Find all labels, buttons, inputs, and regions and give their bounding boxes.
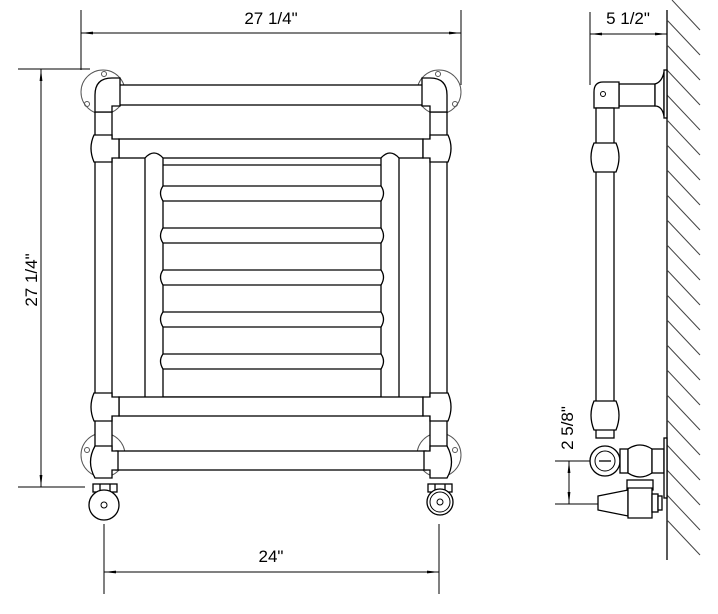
valve-right: [426, 483, 454, 516]
side-post: [590, 107, 620, 439]
upper-rail: [90, 134, 452, 163]
valve-left: [88, 483, 120, 521]
wall: [666, 0, 701, 560]
lower-rail: [90, 392, 452, 422]
dimension-wall-projection: 5 1/2": [589, 9, 667, 85]
dimension-overall-height: 27 1/4": [18, 68, 90, 488]
lower-bracket: [589, 437, 668, 499]
width-label: 27 1/4": [244, 9, 297, 28]
dimension-valve-height: 2 5/8": [555, 406, 598, 505]
front-view: 27 1/4" 27 1/4" 24": [18, 9, 462, 594]
projection-label: 5 1/2": [606, 9, 650, 28]
top-rail: [94, 77, 448, 113]
upper-bracket: [593, 69, 668, 119]
side-valve: [597, 479, 663, 519]
bottom-rail: [89, 445, 453, 479]
side-view: 5 1/2": [555, 0, 701, 560]
dimension-valve-centers: 24": [103, 524, 440, 594]
valve-height-label: 2 5/8": [558, 406, 577, 450]
dimension-overall-width: 27 1/4": [80, 9, 462, 85]
height-label: 27 1/4": [22, 253, 41, 306]
towel-bars: [159, 164, 385, 398]
valve-centers-label: 24": [259, 547, 284, 566]
side-posts: [94, 111, 448, 453]
